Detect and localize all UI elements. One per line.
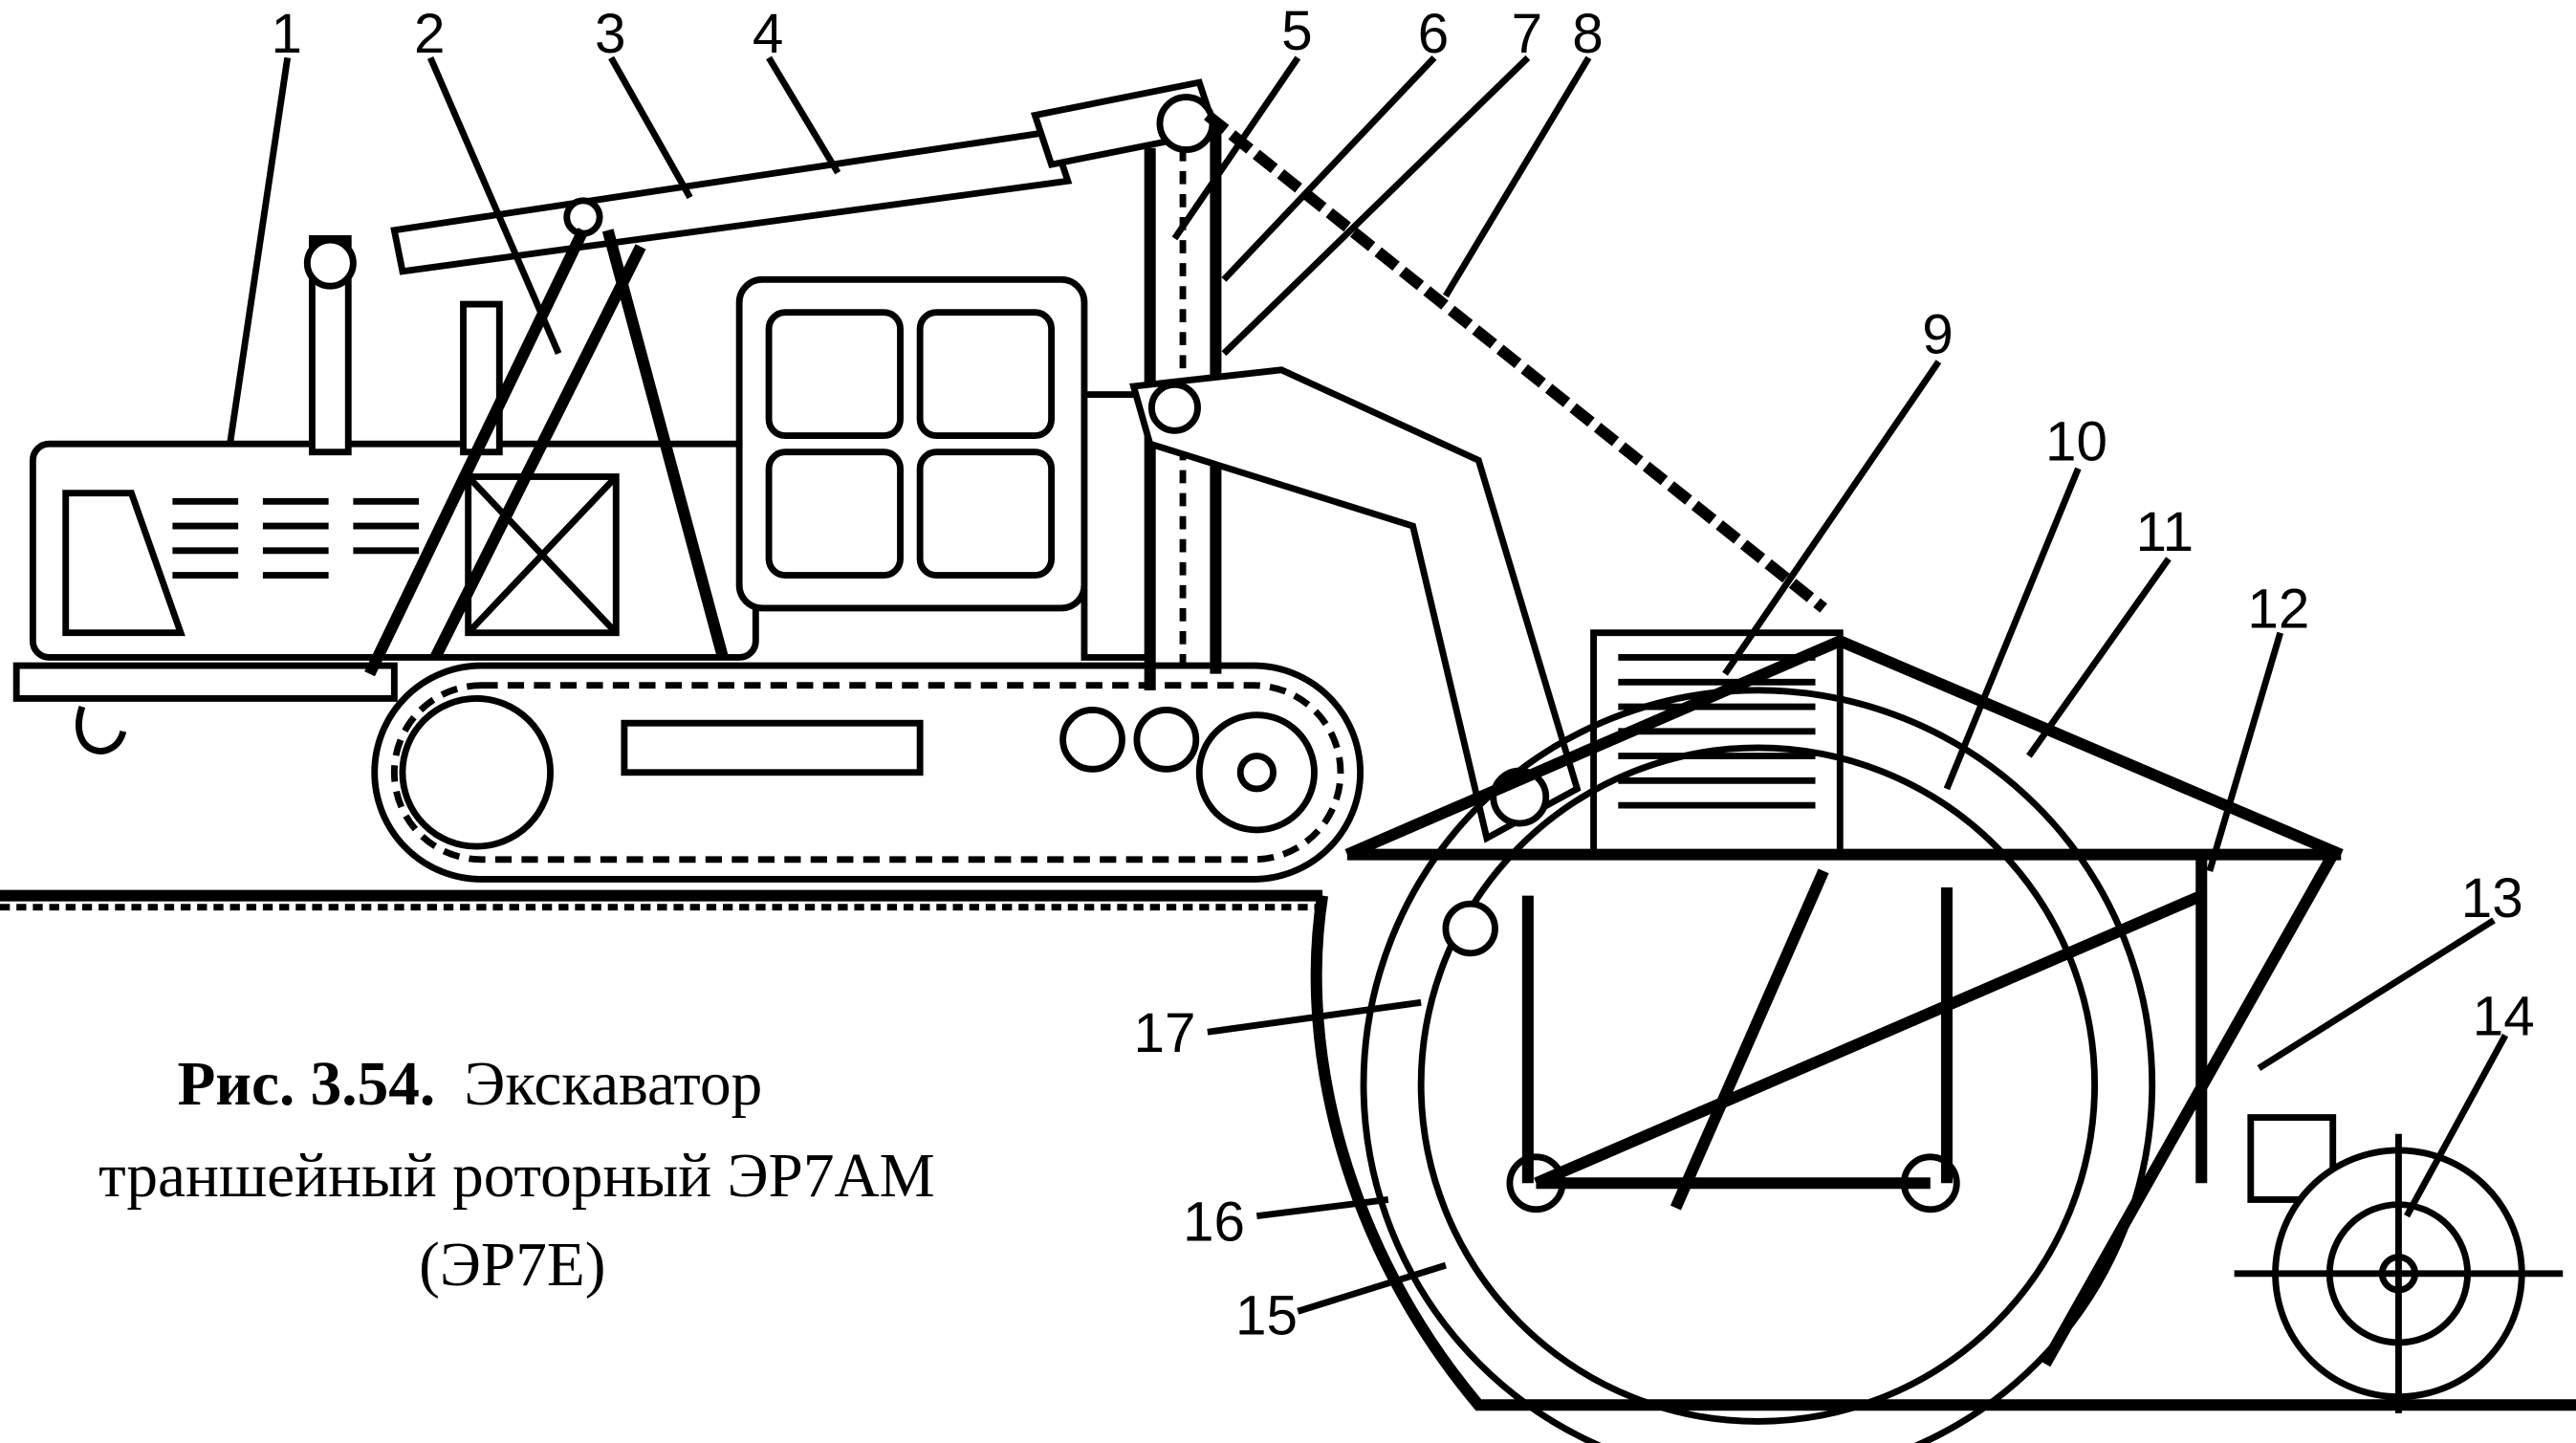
callout-16: 16 [1183,1191,1245,1253]
svg-text:Рис. 3.54. Экскаватор: Рис. 3.54. Экскаватор [178,1050,763,1119]
caption-line-3: (ЭР7Е) [419,1231,605,1300]
caption-line-2: траншейный роторный ЭР7АМ [98,1142,935,1211]
rear-frame [2040,851,2564,1413]
callout-4: 4 [753,3,783,65]
callout-1: 1 [271,3,301,65]
boom [364,78,1827,843]
crawler-track [371,662,1364,883]
callout-7: 7 [1512,3,1542,65]
cab [735,275,1154,661]
callout-15: 15 [1235,1284,1298,1346]
callout-11: 11 [2136,501,2194,563]
callout-2: 2 [414,3,445,65]
callout-8: 8 [1572,3,1603,65]
ground [0,889,2576,1411]
callout-6: 6 [1418,3,1449,65]
callout-13: 13 [2461,867,2523,929]
callout-17: 17 [1133,1002,1195,1064]
figure-caption: Рис. 3.54. Экскаватор траншейный роторны… [98,1050,935,1300]
callout-3: 3 [595,3,625,65]
callout-12: 12 [2247,579,2309,641]
rotor-wheel [1360,687,2204,1443]
callout-14: 14 [2473,986,2535,1048]
callout-5: 5 [1281,0,1312,62]
callout-10: 10 [2045,410,2107,472]
caption-line-1: Экскаватор [464,1050,762,1119]
callout-9: 9 [1922,304,1953,366]
leader-lines [227,55,2509,1315]
callout-numbers: 1 2 3 4 5 6 7 8 9 10 11 12 13 14 15 16 1… [271,0,2534,1346]
figure-label: Рис. 3.54. [178,1050,436,1119]
